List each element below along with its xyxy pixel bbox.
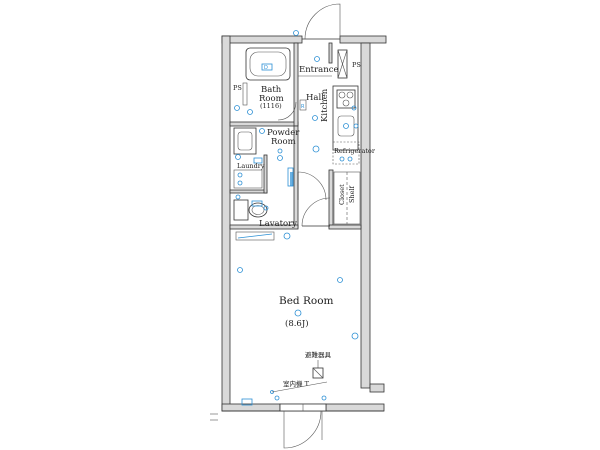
- refrigerator: Refrigerator: [332, 141, 376, 165]
- svg-text:R: R: [301, 104, 305, 110]
- outer-walls: [221, 35, 387, 412]
- bath-size-label: (1116): [260, 102, 282, 110]
- indoor-unit-annotation: 室内機 T: [283, 379, 310, 388]
- bedroom: Bed Room (8.6J): [235, 231, 359, 340]
- annotations: 避難器具 室内機 T: [241, 350, 332, 406]
- closet-shelf: Closet Shelf: [333, 171, 361, 225]
- powder-room-label: Room: [271, 137, 296, 147]
- corner-mark: [210, 413, 218, 421]
- bath-room-label: Room: [259, 94, 284, 104]
- powder-room: Powder Room: [233, 127, 300, 164]
- breaker-annotation: 避難器具: [305, 350, 332, 359]
- interior-doors: [277, 101, 331, 227]
- refrigerator-label: Refrigerator: [334, 147, 376, 155]
- bath-label: Bath: [261, 85, 282, 95]
- ps-top-tag: PS: [352, 61, 361, 69]
- entrance-door: [302, 3, 341, 40]
- laundry: Laundry: [233, 162, 265, 200]
- svg-text:D: D: [264, 65, 268, 71]
- entrance-hall: Entrance Hall R: [293, 30, 339, 153]
- kitchen-label: Kitchen: [320, 88, 330, 122]
- bedroom-size-label: (8.6J): [285, 318, 309, 329]
- lavatory-label: Lavatory: [259, 219, 297, 229]
- powder-label: Powder: [267, 128, 300, 138]
- closet-label: Closet: [338, 184, 346, 205]
- bath-room: D Bath Room (1116) PS: [233, 47, 291, 115]
- hall-label: Hall: [306, 93, 324, 103]
- ps-left-tag: PS: [233, 84, 242, 92]
- lavatory: Lavatory: [233, 167, 297, 229]
- entrance-label: Entrance: [299, 65, 339, 75]
- laundry-label: Laundry: [237, 162, 265, 170]
- interior-walls: [229, 42, 362, 230]
- kitchen: Kitchen: [320, 85, 359, 151]
- balcony-door: [279, 403, 327, 449]
- bedroom-label: Bed Room: [279, 295, 334, 307]
- ps-shaft: PS: [337, 49, 361, 79]
- shelf-label: Shelf: [348, 185, 356, 203]
